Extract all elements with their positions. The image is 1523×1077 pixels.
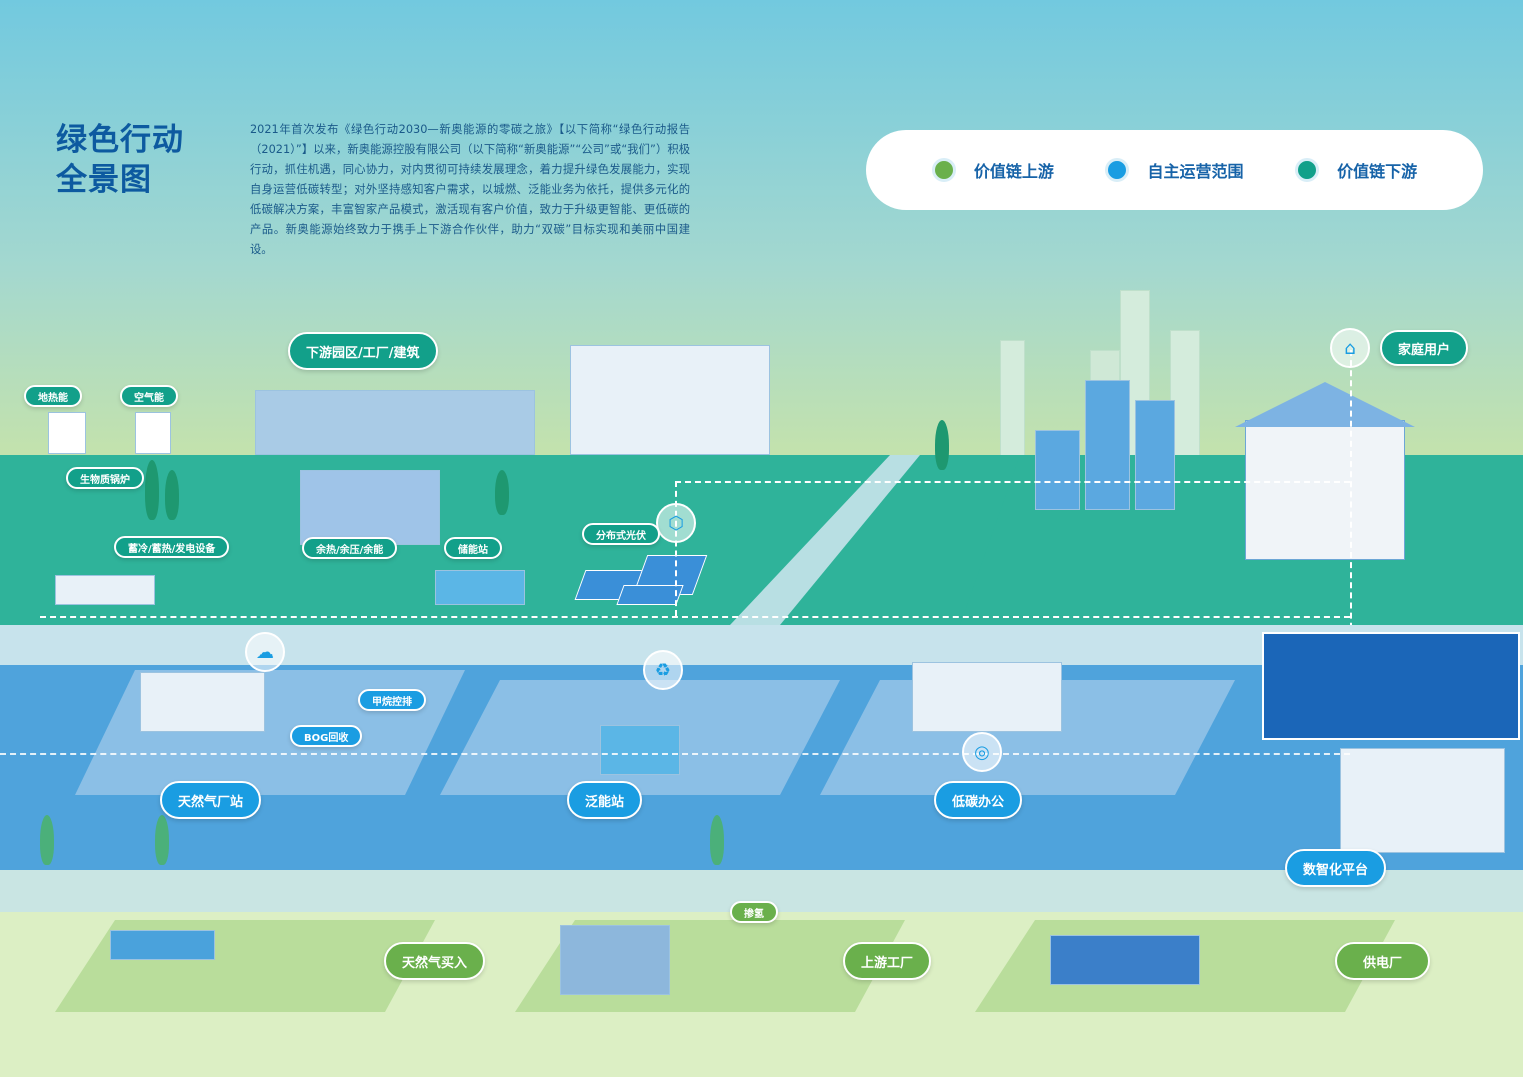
- flow-line: [0, 753, 1350, 755]
- office-building: [570, 345, 770, 455]
- label-digital-platform[interactable]: 数智化平台: [1285, 849, 1387, 887]
- legend-label: 价值链下游: [1337, 162, 1418, 181]
- label-upstream-factory[interactable]: 上游工厂: [843, 942, 932, 980]
- label-downstream-park[interactable]: 下游园区/工厂/建筑: [288, 332, 438, 370]
- air-energy-unit: [135, 412, 171, 454]
- legend: 价值链上游 自主运营范围 价值链下游: [866, 130, 1483, 210]
- control-room: [1262, 632, 1520, 740]
- apartment: [1035, 430, 1080, 510]
- house: [1245, 420, 1405, 560]
- flow-line: [675, 481, 677, 616]
- title-line-1: 绿色行动: [56, 122, 184, 158]
- label-methane-control[interactable]: 甲烷控排: [358, 689, 426, 711]
- legend-operation: 自主运营范围: [1105, 158, 1243, 182]
- tree: [495, 470, 509, 515]
- tree: [710, 815, 724, 865]
- blue-dot-icon: [1105, 158, 1130, 182]
- legend-label: 自主运营范围: [1147, 162, 1244, 181]
- label-household[interactable]: 家庭用户: [1380, 330, 1469, 366]
- factory-building: [255, 390, 535, 455]
- house-roof: [1235, 382, 1415, 427]
- label-air-energy[interactable]: 空气能: [120, 385, 178, 407]
- oil-rig: [110, 930, 215, 960]
- label-low-carbon-office[interactable]: 低碳办公: [934, 781, 1023, 819]
- solar-cube-icon: ⬡: [656, 503, 696, 543]
- teal-dot-icon: [1295, 158, 1320, 182]
- label-bog-recovery[interactable]: BOG回收: [290, 725, 363, 747]
- flow-line: [675, 481, 1350, 483]
- storage-station: [435, 570, 525, 605]
- office-building: [912, 662, 1062, 732]
- green-dot-icon: [931, 158, 956, 182]
- label-pan-energy-station[interactable]: 泛能站: [567, 781, 643, 819]
- solar-panel: [616, 585, 684, 605]
- tree: [935, 420, 949, 470]
- label-distributed-pv[interactable]: 分布式光伏: [582, 523, 660, 545]
- gas-station-building: [140, 672, 265, 732]
- legend-downstream: 价值链下游: [1295, 158, 1417, 182]
- label-waste-heat[interactable]: 余热/余压/余能: [302, 537, 398, 559]
- tree: [155, 815, 169, 865]
- title-line-2: 全景图: [56, 162, 152, 198]
- tree: [40, 815, 54, 865]
- cloud-platform-icon: ☁: [245, 632, 285, 672]
- label-hydrogen-blending[interactable]: 掺氢: [730, 901, 778, 923]
- globe-icon: ◎: [962, 732, 1002, 772]
- pan-energy-building: [600, 725, 680, 775]
- intro-paragraph: 2021年首次发布《绿色行动2030—新奥能源的零碳之旅》【以下简称“绿色行动报…: [250, 123, 690, 256]
- flow-line: [1350, 350, 1352, 760]
- industrial-plant: [300, 470, 440, 545]
- tree: [165, 470, 179, 520]
- legend-upstream: 价值链上游: [931, 158, 1054, 182]
- label-energy-storage[interactable]: 储能站: [444, 537, 502, 559]
- upstream-factory-building: [560, 925, 670, 995]
- page-title: 绿色行动全景图: [56, 120, 184, 200]
- label-storage-equipment[interactable]: 蓄冷/蓄热/发电设备: [114, 536, 230, 558]
- smart-home-icon: ⌂: [1330, 328, 1370, 368]
- energy-cycle-icon: ♻: [643, 650, 683, 690]
- legend-label: 价值链上游: [973, 162, 1054, 181]
- power-plant-building: [1050, 935, 1200, 985]
- geothermal-unit: [48, 412, 86, 454]
- tree: [145, 460, 159, 520]
- apartment: [1135, 400, 1175, 510]
- power-equipment: [55, 575, 155, 605]
- label-power-plant[interactable]: 供电厂: [1335, 942, 1431, 980]
- flow-line: [40, 616, 1350, 618]
- label-gas-station[interactable]: 天然气厂站: [160, 781, 262, 819]
- data-center-building: [1340, 748, 1505, 853]
- label-geothermal[interactable]: 地热能: [24, 385, 82, 407]
- apartment: [1085, 380, 1130, 510]
- label-biomass-boiler[interactable]: 生物质锅炉: [66, 467, 144, 489]
- label-gas-purchase[interactable]: 天然气买入: [384, 942, 486, 980]
